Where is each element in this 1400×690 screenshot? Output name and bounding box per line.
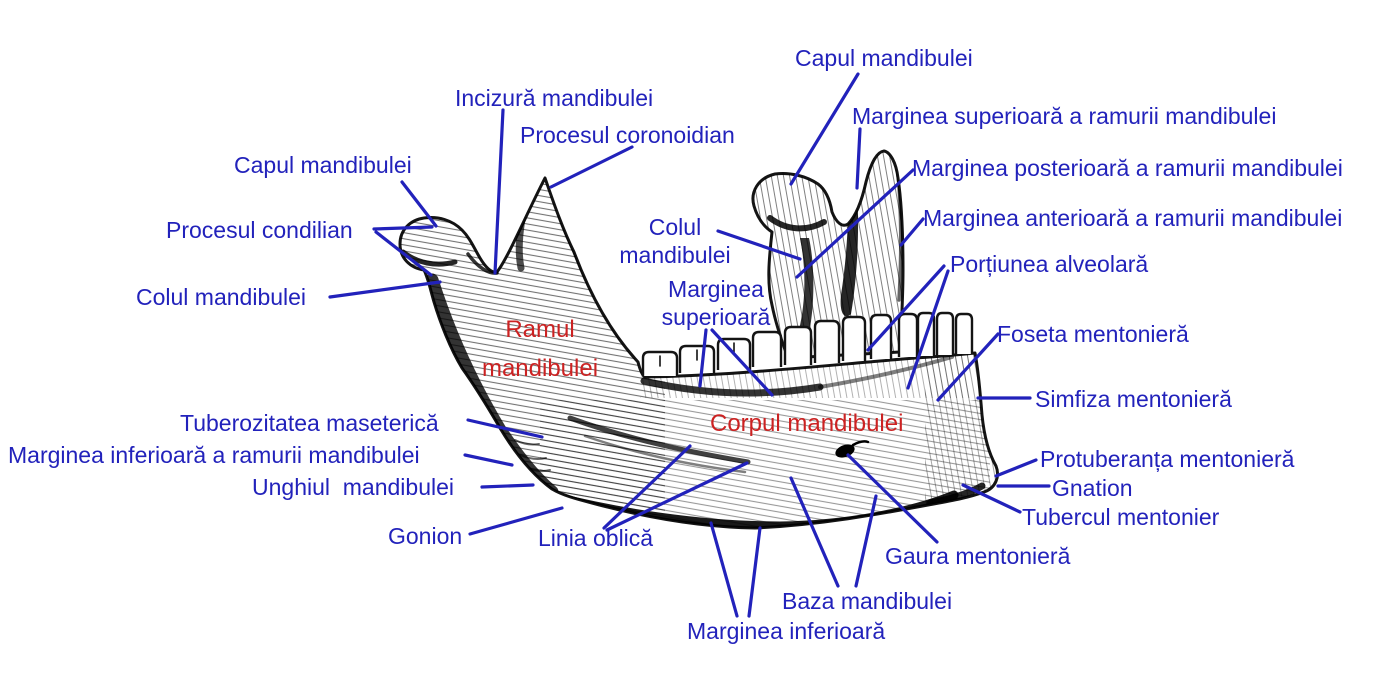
- leader-portiunea-alveolara-a: [866, 264, 946, 352]
- label-capul-mandibulei-top: Capul mandibulei: [795, 45, 973, 71]
- label-marginea-inferioara-a-ramurii: Marginea inferioară a ramurii mandibulei: [8, 442, 420, 468]
- leader-baza-mandibulei-a: [789, 476, 840, 588]
- leader-marginea-inferioara-a-ramurii: [463, 453, 514, 467]
- leader-lines: [328, 72, 1051, 618]
- label-marginea-inferioara: Marginea inferioară: [687, 618, 886, 644]
- leader-linia-oblica-b: [605, 461, 749, 532]
- leader-unghiul-mandibulei: [480, 483, 535, 489]
- leader-procesul-condilian-b: [374, 230, 433, 277]
- label-foseta-mentoniera: Foseta mentonieră: [997, 321, 1189, 347]
- mental-foramen: [835, 440, 870, 458]
- label-procesul-condilian: Procesul condilian: [166, 217, 353, 243]
- leader-capul-mandibulei-left: [400, 180, 438, 228]
- label-protuberanta-mentoniera: Protuberanța mentonieră: [1040, 446, 1295, 472]
- label-portiunea-alveolara: Porțiunea alveolară: [950, 251, 1149, 277]
- label-colul-mandibulei-left: Colul mandibulei: [136, 284, 307, 310]
- label-gnation: Gnation: [1052, 475, 1133, 501]
- leader-procesul-condilian-a: [372, 225, 434, 231]
- leader-linia-oblica-a: [602, 444, 692, 530]
- label-corpul-mandibulei: Corpul mandibulei: [710, 410, 904, 437]
- leader-incizura-mandibulei: [493, 108, 505, 275]
- label-procesul-coronoidian: Procesul coronoidian: [520, 122, 735, 148]
- leader-marginea-anterioara-a-ramurii: [899, 217, 925, 247]
- label-marginea-anterioara-a-ramurii: Marginea anterioară a ramurii mandibulei: [923, 205, 1343, 231]
- leader-gaura-mentoniera: [846, 453, 939, 544]
- label-ramul-mandibulei: Ramul mandibulei: [481, 316, 599, 382]
- label-marginea-superioara-center: Marginea superioară: [661, 276, 771, 330]
- leader-capul-mandibulei-top: [789, 72, 860, 186]
- label-incizura-mandibulei: Incizură mandibulei: [455, 85, 654, 111]
- leader-tuberozitatea-maseterica: [466, 418, 544, 439]
- label-marginea-posterioara-a-ramurii: Marginea posterioară a ramurii mandibule…: [912, 155, 1343, 181]
- label-gonion: Gonion: [388, 523, 463, 549]
- label-capul-mandibulei-left: Capul mandibulei: [234, 152, 412, 178]
- leader-baza-mandibulei-b: [854, 494, 878, 588]
- label-tubercul-mentonier: Tubercul mentonier: [1022, 504, 1220, 530]
- label-simfiza-mentoniera: Simfiza mentonieră: [1035, 386, 1232, 412]
- leader-marginea-superioara-a-ramurii: [855, 127, 862, 190]
- label-marginea-superioara-a-ramurii: Marginea superioară a ramurii mandibulei: [852, 103, 1277, 129]
- leader-gonion: [468, 506, 564, 536]
- leader-colul-mandibulei-left: [328, 280, 442, 299]
- label-unghiul-mandibulei: Unghiul mandibulei: [252, 474, 455, 500]
- leader-protuberanta-mentoniera: [994, 458, 1038, 478]
- leader-marginea-inferioara-b: [747, 526, 762, 618]
- leader-marginea-posterioara-a-ramurii: [795, 168, 915, 279]
- label-gaura-mentoniera: Gaura mentonieră: [885, 543, 1071, 569]
- label-colul-mandibulei-center: Colul mandibulei: [619, 214, 731, 268]
- leader-colul-mandibulei-center: [716, 229, 802, 261]
- label-tuberozitatea-maseterica: Tuberozitatea maseterică: [180, 410, 439, 436]
- leader-foseta-mentoniera: [936, 332, 1000, 402]
- label-baza-mandibulei: Baza mandibulei: [782, 588, 953, 614]
- leader-tubercul-mentonier: [961, 483, 1022, 514]
- leader-portiunea-alveolara-b: [906, 269, 950, 390]
- leader-procesul-coronoidian: [549, 145, 634, 189]
- leader-marginea-superioara-center-a: [698, 328, 708, 388]
- leader-marginea-superioara-center-b: [710, 328, 774, 397]
- teeth-row: [641, 311, 974, 376]
- leader-marginea-inferioara-a: [709, 521, 739, 618]
- label-linia-oblica: Linia oblică: [538, 525, 654, 551]
